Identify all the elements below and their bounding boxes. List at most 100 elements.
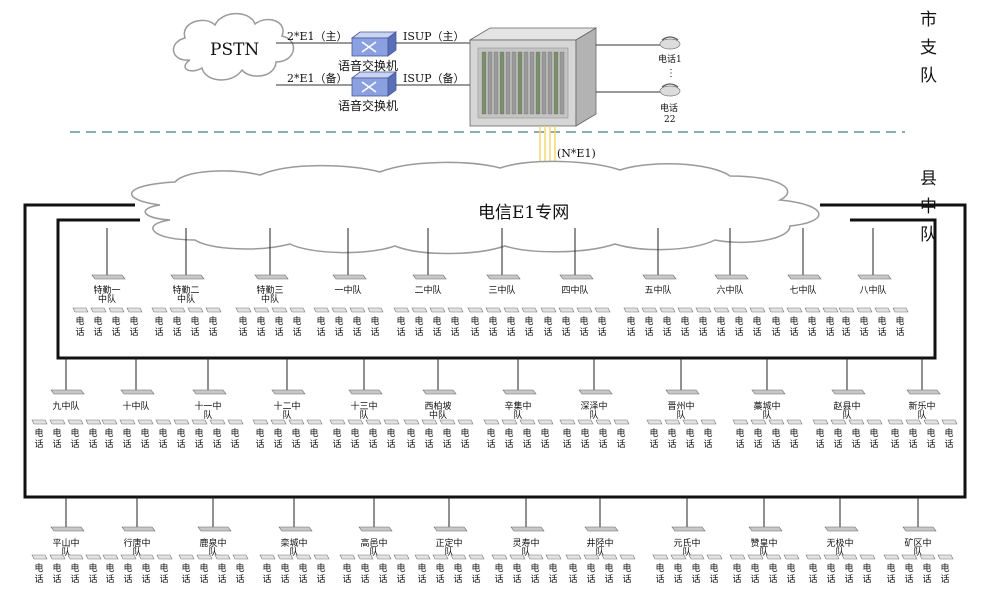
phone-label: 电 [194,427,203,439]
phone-label: 话 [316,573,325,585]
phone-label: 电 [34,427,43,439]
phone-label: 话 [649,438,658,450]
hub-icon [120,389,155,395]
hub-icon [433,526,468,532]
phone-icon [576,307,593,313]
phone-icon [271,307,288,313]
hub-icon [671,526,706,532]
phone-icon [664,419,681,425]
phone-icon [331,307,348,313]
phone-label: 话 [890,438,899,450]
phone-label: 话 [667,438,676,450]
voice-switch-backup [350,71,398,97]
phone-icon [747,554,764,560]
phone-icon [923,419,940,425]
phone-label: 话 [771,326,780,338]
server-slot [523,51,529,115]
phone-icon [540,307,557,313]
phone-label: 电 [442,427,451,439]
station-label: 晋州中 [667,400,694,412]
phone-label: 电 [644,315,653,327]
phone-label: 电 [522,427,531,439]
phone-icon [270,419,287,425]
phone-label: 话 [158,438,167,450]
phone-label: 话 [504,438,513,450]
station-label: 西柏坡 [424,400,451,412]
phone-label: 话 [334,326,343,338]
station-label: 队 [203,409,212,421]
phone-icon [137,419,154,425]
phone-label: 电 [626,315,635,327]
hub-icon [50,389,85,395]
station-label: 队 [61,546,70,558]
phone-label: 电 [771,427,780,439]
phone-icon [329,419,346,425]
phone-label: 电 [752,315,761,327]
hub-icon [192,389,227,395]
phone-label: 话 [104,438,113,450]
side-label-county-3: 队 [920,225,937,245]
phone-label: 话 [123,573,132,585]
phone-label: 话 [862,573,871,585]
phone-icon [120,554,137,560]
phone-label: 电 [386,427,395,439]
phone-icon [559,419,576,425]
phone-icon [558,307,575,313]
phone-label: 话 [105,573,114,585]
phone-label: 话 [442,438,451,450]
phone-label: 电 [940,562,949,574]
phone-label: 话 [750,573,759,585]
phone-label: 话 [753,438,762,450]
phone-label: 话 [350,438,359,450]
phone-label: 电 [396,562,405,574]
phone-label: 话 [75,326,84,338]
phone-label: 电 [360,562,369,574]
phone-label: 电 [895,315,904,327]
phone-icon [67,419,84,425]
phone-icon [439,419,456,425]
phone-label: 话 [789,326,798,338]
station-label: 队 [682,546,691,558]
phone-icon [49,419,66,425]
phone-label: 电 [662,315,671,327]
phone-icon [411,307,428,313]
hub-icon [831,389,866,395]
phone-label: 电 [597,315,606,327]
phone-label: 电 [580,427,589,439]
phone-icon [768,419,785,425]
phone-icon [805,554,822,560]
phone-label: 话 [622,573,631,585]
phone-label: 话 [691,573,700,585]
phone-icon [659,307,676,313]
phone-icon [187,307,204,313]
phone-first-label: 电话1 [658,53,682,65]
phone-label: 话 [435,573,444,585]
phone-label: 话 [88,438,97,450]
phone-label: 电 [530,562,539,574]
phone-label: 话 [360,573,369,585]
phone-label: 话 [453,573,462,585]
phone-label: 话 [280,573,289,585]
phone-label: 话 [562,438,571,450]
phone-label: 话 [597,326,606,338]
phone-label: 电 [256,315,265,327]
phone-label: 电 [123,562,132,574]
phone-icon [295,554,312,560]
phone-icon [432,554,449,560]
phone-label: 电 [154,315,163,327]
phone-label: 话 [396,573,405,585]
phone-label: 电 [470,315,479,327]
phone-label: 电 [75,315,84,327]
phone-icon [892,307,909,313]
phone-label: 电 [280,562,289,574]
phone-label: 话 [662,326,671,338]
stations: 特勤一中队电话电话电话电话特勤二中队电话电话电话电话特勤三中队电话电话电话电话一… [31,228,958,585]
phone-icon [652,554,669,560]
phone-label: 电 [504,427,513,439]
phone-icon [677,307,694,313]
